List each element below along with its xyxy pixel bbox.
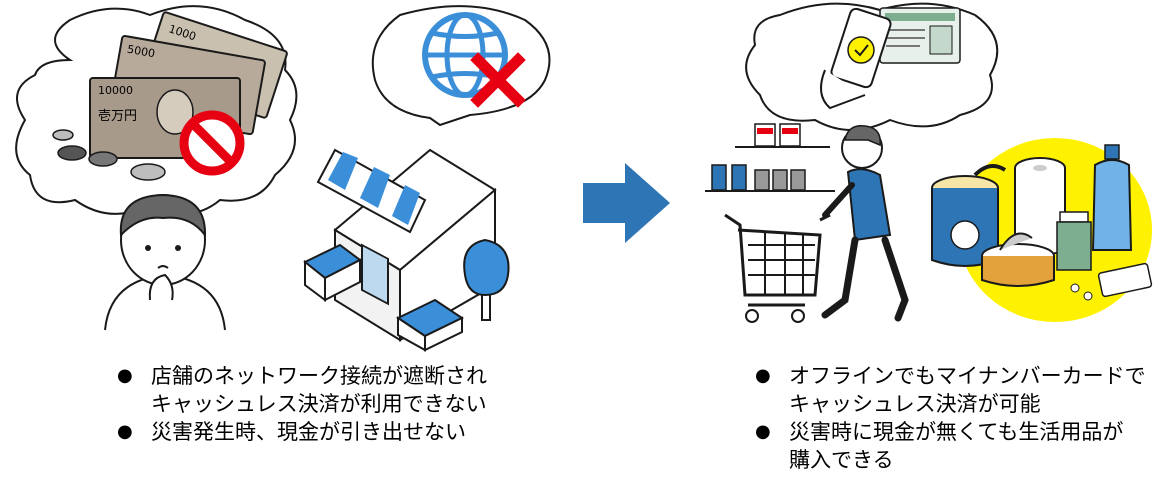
svg-text:5000: 5000 <box>126 43 156 61</box>
bullet-line: キャッシュレス決済が可能 <box>789 392 1041 416</box>
list-item: オフラインでもマイナンバーカードで キャッシュレス決済が可能 <box>755 362 1146 418</box>
bullet-line: 災害時に現金が無くても生活用品が <box>789 420 1124 444</box>
store-building <box>303 148 510 352</box>
canned-food <box>981 232 1055 287</box>
prohibited-icon <box>179 110 245 176</box>
illustration-scene: 1000 5000 10000 壱万円 <box>15 2 1153 352</box>
pill-pack <box>1070 262 1153 301</box>
awning <box>316 148 427 234</box>
svg-text:10000: 10000 <box>98 84 133 97</box>
right-bullet-list: オフラインでもマイナンバーカードで キャッシュレス決済が可能 災害時に現金が無く… <box>755 362 1146 474</box>
shopping-cart-icon <box>724 213 831 323</box>
coins <box>52 129 166 181</box>
planter-left <box>303 243 362 302</box>
store-shelves <box>705 123 835 192</box>
shopper-person <box>821 125 909 322</box>
bullet-line: 店舗のネットワーク接続が遮断され <box>151 364 487 388</box>
tree <box>463 238 510 321</box>
arrow-right-icon <box>583 163 670 243</box>
formula-can <box>931 164 1007 267</box>
smartphone-icon <box>820 7 892 110</box>
id-card-icon <box>879 7 961 64</box>
bullet-line: 災害発生時、現金が引き出せない <box>151 420 466 444</box>
daily-goods <box>931 138 1153 322</box>
left-bullet-list: 店舗のネットワーク接続が遮断され キャッシュレス決済が利用できない 災害発生時、… <box>117 362 487 446</box>
list-item: 災害時に現金が無くても生活用品が 購入できる <box>755 418 1146 474</box>
medicine-bottle <box>1056 211 1092 271</box>
planter-right <box>395 298 465 352</box>
bullet-line: オフラインでもマイナンバーカードで <box>789 364 1146 388</box>
thinking-person <box>104 193 226 331</box>
water-bottle <box>1091 144 1133 251</box>
cross-mark-icon <box>470 52 526 108</box>
list-item: 災害発生時、現金が引き出せない <box>117 418 487 446</box>
bullet-line: キャッシュレス決済が利用できない <box>151 392 487 416</box>
list-item: 店舗のネットワーク接続が遮断され キャッシュレス決済が利用できない <box>117 362 487 418</box>
bullet-line: 購入できる <box>789 448 894 472</box>
svg-text:壱万円: 壱万円 <box>98 109 137 124</box>
